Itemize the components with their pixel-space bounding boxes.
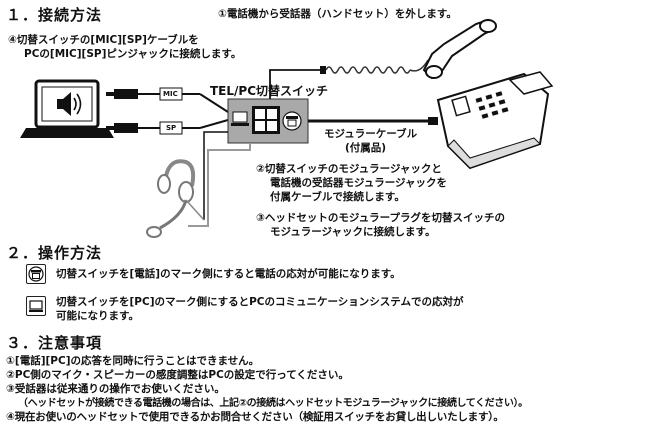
pc-mark-icon xyxy=(26,296,46,316)
step3-line1: ③ヘッドセットのモジュラープラグを切替スイッチの xyxy=(256,212,506,224)
section2-title: ２．操作方法 xyxy=(6,244,103,262)
mic-tag: MIC xyxy=(163,90,178,98)
mic-plug-icon xyxy=(106,87,229,113)
section1-title: １．接続方法 xyxy=(6,6,103,24)
phone-mark-icon xyxy=(26,264,46,284)
step4-text-line1: ④切替スイッチの[MIC][SP]ケーブルを xyxy=(8,34,199,46)
note-3b: （ヘッドセットが接続できる電話機の場合は、上記②の接続はヘッドセットモジュラージ… xyxy=(18,398,528,409)
laptop-icon xyxy=(20,79,114,138)
step1-text: ①電話機から受話器（ハンドセット）を外します。 xyxy=(218,8,457,20)
note-4: ④現在お使いのヘッドセットで使用できるかお問合せください（検証用スイッチをお貸し… xyxy=(6,411,504,423)
headset-icon xyxy=(146,159,205,238)
switch-box-icon xyxy=(227,98,309,144)
sp-tag: SP xyxy=(166,124,177,132)
coiled-cord-icon xyxy=(320,59,429,74)
cable-label-2: (付属品) xyxy=(345,142,387,154)
step2-line3: 付属ケーブルで接続します。 xyxy=(270,191,405,203)
cable-label-1: モジュラーケーブル xyxy=(324,128,418,140)
note-1: ①[電話][PC]の応答を同時に行うことはできません。 xyxy=(6,355,260,367)
handset-icon xyxy=(422,18,497,80)
operation-phone-text: 切替スイッチを[電話]のマーク側にすると電話の応対が可能になります。 xyxy=(56,268,401,280)
phone-base-icon xyxy=(436,71,554,170)
note-3: ③受話器は従来通りの操作でお使いください。 xyxy=(6,383,225,395)
step2-line2: 電話機の受話器モジュラージャックを xyxy=(270,177,448,189)
step2-line1: ②切替スイッチのモジュラージャックと xyxy=(256,163,442,175)
step4-text-line2: PCの[MIC][SP]ピンジャックに接続します。 xyxy=(24,48,242,60)
operation-pc-text-1: 切替スイッチを[PC]のマーク側にするとPCのコミュニケーションシステムでの応対… xyxy=(56,296,464,308)
note-2: ②PC側のマイク・スピーカーの感度調整はPCの設定で行ってください。 xyxy=(6,369,349,381)
operation-pc-text-2: 可能になります。 xyxy=(56,310,139,322)
sp-plug-icon xyxy=(106,119,229,135)
switch-label: TEL/PC切替スイッチ xyxy=(210,84,329,98)
section3-title: ３．注意事項 xyxy=(6,334,103,352)
step3-line2: モジュラージャックに接続します。 xyxy=(270,226,436,238)
